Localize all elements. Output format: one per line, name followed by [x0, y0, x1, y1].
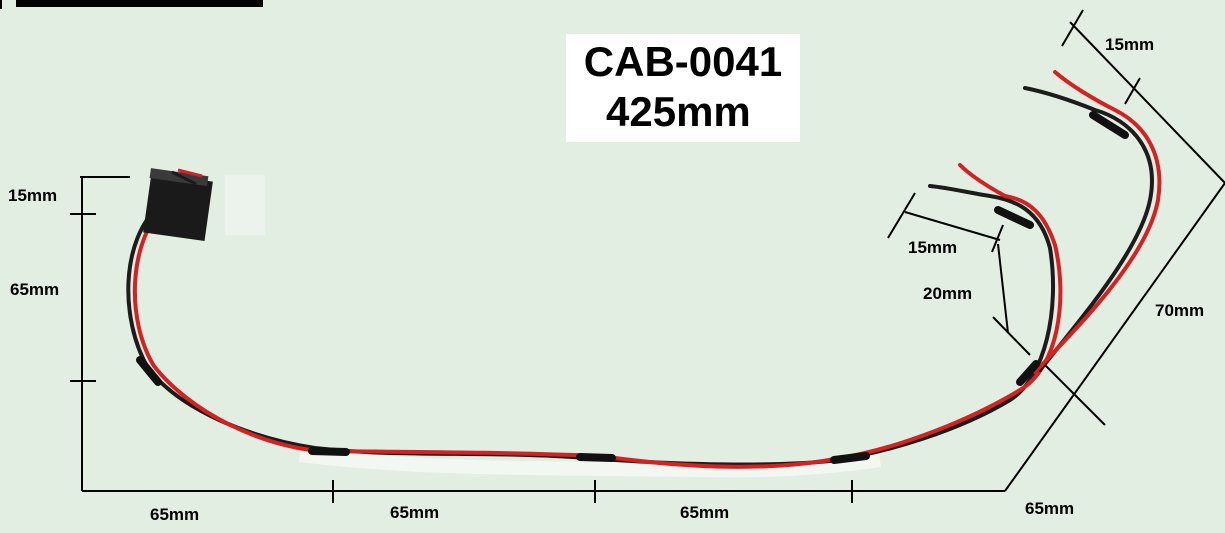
bottom-label-2: 65mm [390, 503, 440, 522]
strip-tick-long [1124, 77, 1141, 105]
corner-tick [0, 0, 2, 9]
connector [143, 168, 213, 242]
offset-line [997, 243, 1009, 334]
red-wire [132, 163, 1063, 469]
offset-line-end [992, 316, 1031, 356]
black-wire [126, 184, 1056, 467]
inner-lead-tick-2 [991, 224, 1004, 253]
diagonal-lower-line [1004, 182, 1225, 492]
long-lead-red [1033, 70, 1162, 374]
lead-strip-label-2: 15mm [908, 238, 958, 257]
bottom-label-4: 65mm [1025, 499, 1075, 518]
left-vertical-label: 65mm [10, 280, 60, 299]
bottom-label-1: 65mm [150, 505, 200, 524]
title-box: CAB-0041 425mm [566, 34, 800, 142]
diagonal-top-tick [1061, 9, 1084, 47]
inner-lead-line [904, 211, 1001, 241]
cable-length: 425mm [606, 88, 751, 135]
dimension-lines [70, 9, 1225, 503]
lead-strip-label-1: 15mm [1105, 35, 1155, 54]
diagonal-label: 70mm [1155, 301, 1205, 320]
inner-lead-tick-1 [887, 192, 916, 239]
wire-shadow [225, 175, 882, 478]
diagonal-upper-line [1069, 21, 1225, 184]
corner-bar [16, 0, 263, 7]
connector-height-label: 15mm [8, 186, 58, 205]
part-number: CAB-0041 [583, 38, 783, 85]
long-lead-black [1023, 86, 1154, 372]
cable [126, 70, 1162, 469]
heatshrink-sleeves [136, 111, 1129, 464]
bottom-label-3: 65mm [680, 503, 730, 522]
lead-offset-label: 20mm [923, 284, 973, 303]
diagonal-cross-tick [1044, 364, 1106, 426]
